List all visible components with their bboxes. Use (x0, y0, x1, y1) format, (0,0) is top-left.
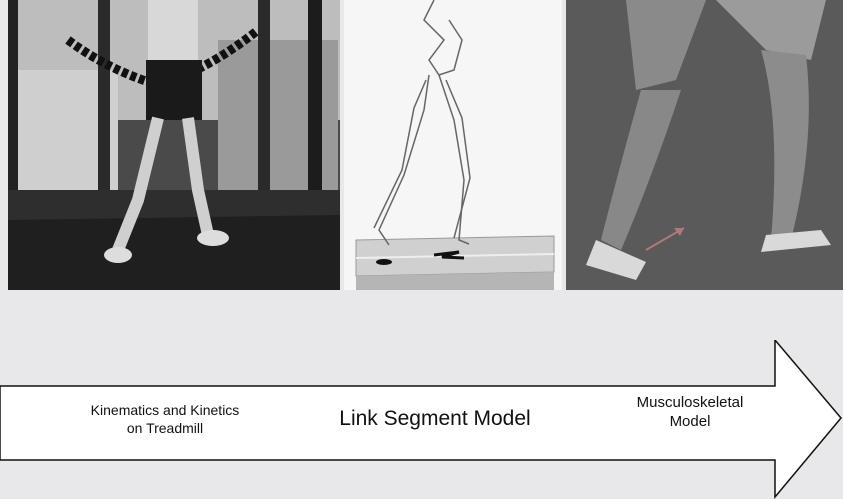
label-musculoskeletal-model: Musculoskeletal Model (610, 394, 770, 432)
musculoskeletal-render (566, 0, 843, 290)
label-kinematics-line2: on Treadmill (126, 419, 204, 436)
label-link-segment-model: Link Segment Model (339, 407, 531, 430)
link-segment-render (344, 0, 562, 290)
label-musculoskeletal-line1: Musculoskeletal (636, 394, 744, 411)
label-musculoskeletal-line2: Model (669, 412, 711, 430)
treadmill-photo (8, 0, 340, 290)
label-kinematics-kinetics: Kinematics and Kinetics on Treadmill (60, 402, 270, 437)
label-kinematics-line1: Kinematics and Kinetics (90, 402, 240, 418)
process-arrow (0, 340, 843, 499)
